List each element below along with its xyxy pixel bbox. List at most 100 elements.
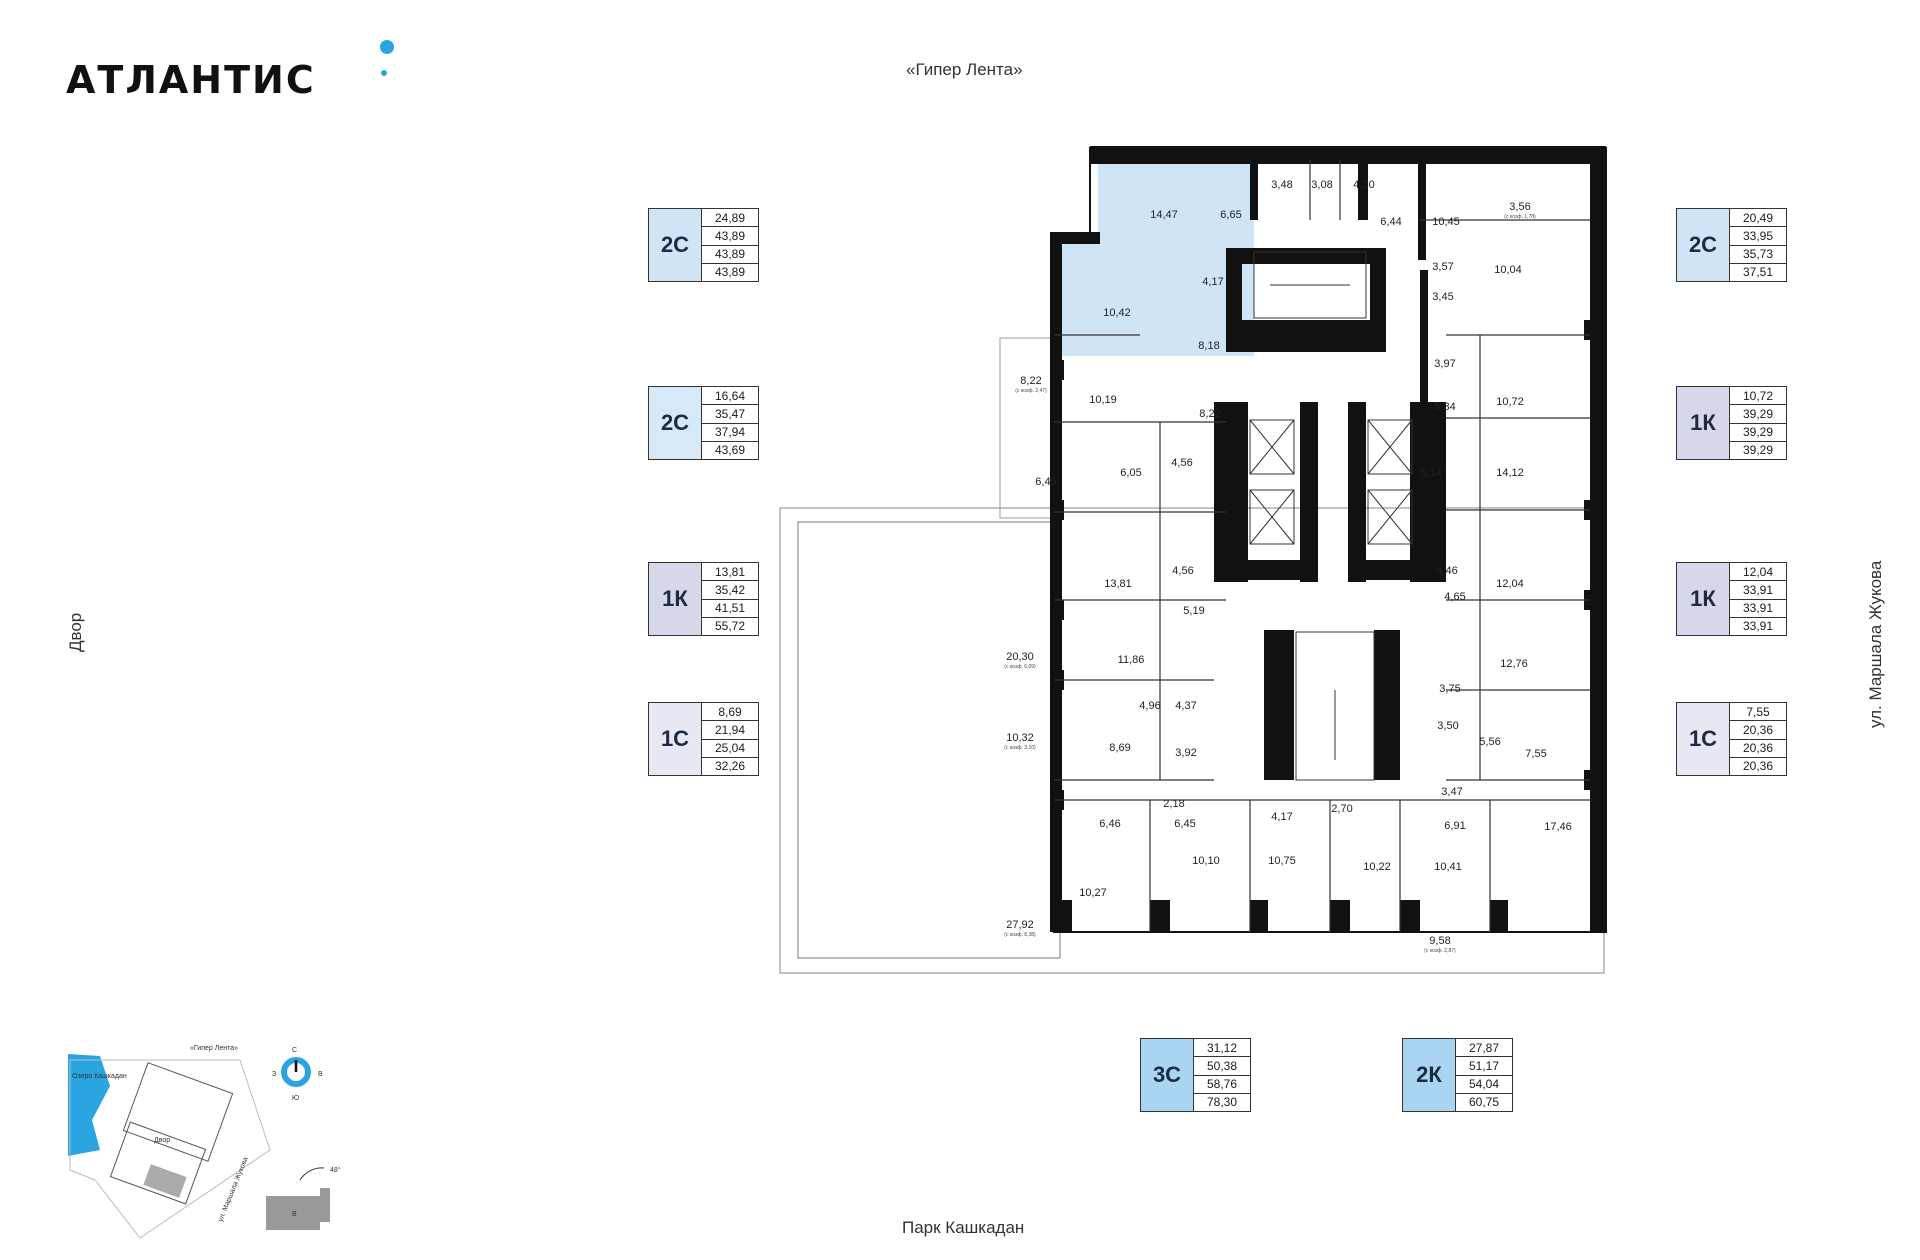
apartment-type: 1С: [1677, 703, 1730, 775]
room-area-label: 4,17: [1202, 276, 1223, 288]
room-area-label: 3,57: [1432, 261, 1453, 273]
room-area-label: 11,86: [1118, 654, 1145, 666]
apartment-area: 55,72: [714, 619, 746, 634]
minimap-lake: [68, 1054, 110, 1156]
compass-s: Ю: [292, 1095, 299, 1102]
apartment-area: 27,87: [1456, 1039, 1512, 1058]
room-area-label: 17,46: [1544, 821, 1572, 833]
apartment-area: 25,04: [702, 740, 758, 758]
room-area-label: 5,14: [1420, 467, 1441, 479]
apartment-area: 58,76: [1194, 1076, 1250, 1094]
minimap-angle: 48°: [330, 1166, 341, 1174]
room-area-coef: (с коэф. 6,09): [1004, 664, 1036, 670]
minimap-top-road: «Гипер Лента»: [190, 1045, 238, 1052]
apartment-type: 1К: [1677, 387, 1730, 459]
apartment-area: 7,55: [1730, 703, 1786, 722]
room-area-label: 10,42: [1103, 307, 1131, 319]
room-area-label: 6,45: [1035, 476, 1056, 488]
apartment-area: 33,91: [1730, 581, 1786, 600]
room-area-label: 4,65: [1444, 591, 1465, 603]
room-area-label: 10,75: [1268, 855, 1296, 867]
room-area-label: 6,91: [1444, 820, 1465, 832]
minimap-street-label: ул. Маршала Жукова: [217, 1156, 249, 1223]
apartment-area: 35,73: [1730, 246, 1786, 264]
apartment-area: 78,30: [1206, 1095, 1238, 1110]
room-area-label: 6,46: [1099, 818, 1120, 830]
apartment-area: 39,29: [1730, 405, 1786, 424]
apartment-area: 20,36: [1730, 721, 1786, 740]
apartment-area: 37,51: [1742, 265, 1774, 280]
minimap: «Гипер Лента» Озеро Кашкадан Двор ул. Ма…: [68, 1045, 341, 1239]
compass-e: В: [318, 1071, 323, 1078]
room-area-label: 13,81: [1104, 578, 1132, 590]
room-area-label: 10,10: [1192, 855, 1220, 867]
room-area-label: 4,56: [1171, 457, 1192, 469]
apartment-type: 1С: [649, 703, 702, 775]
room-area-label: 12,76: [1500, 658, 1528, 670]
apartment-area: 8,69: [702, 703, 758, 722]
room-area-label: 9,58: [1429, 935, 1450, 947]
apartment-area: 20,49: [1730, 209, 1786, 228]
room-area-label: 10,19: [1089, 394, 1117, 406]
room-area-label: 8,22: [1020, 375, 1041, 387]
apartment-area: 20,36: [1742, 759, 1774, 774]
apartment-area: 33,95: [1730, 227, 1786, 246]
apartment-area: 43,89: [714, 265, 746, 280]
minimap-building-1: [122, 1062, 234, 1162]
room-area-coef: (с коэф. 3,10): [1004, 745, 1036, 751]
room-area-coef: (с коэф. 2,87): [1424, 948, 1456, 954]
room-area-label: 6,05: [1120, 467, 1141, 479]
apartment-area: 35,47: [702, 405, 758, 424]
apartment-area: 60,75: [1468, 1095, 1500, 1110]
section-shape: [266, 1188, 330, 1230]
apartment-area: 32,26: [714, 759, 746, 774]
stairs-elevators: [1249, 251, 1413, 781]
minimap-section: В: [292, 1211, 297, 1218]
room-area-label: 3,47: [1441, 786, 1462, 798]
apartment-area: 24,89: [702, 209, 758, 228]
room-area-label: 3,08: [1311, 179, 1332, 191]
room-area-label: 20,30: [1006, 651, 1034, 663]
room-area-label: 6,45: [1174, 818, 1195, 830]
apartment-area: 43,89: [702, 227, 758, 246]
room-area-label: 5,56: [1479, 736, 1500, 748]
room-area-label: 5,19: [1183, 605, 1204, 617]
room-area-label: 8,69: [1109, 742, 1130, 754]
room-area-coef: (с коэф. 2,47): [1015, 388, 1047, 394]
apartment-area: 37,94: [702, 424, 758, 442]
apartment-area: 16,64: [702, 387, 758, 406]
direction-bottom: Парк Кашкадан: [902, 1218, 1025, 1237]
room-area-label: 10,72: [1496, 396, 1524, 408]
apartment-area: 33,91: [1730, 600, 1786, 618]
angle-arc-icon: [299, 1167, 325, 1181]
apartment-type: 3С: [1141, 1039, 1194, 1111]
apartment-area: 31,12: [1194, 1039, 1250, 1058]
room-area-label: 10,45: [1432, 216, 1460, 228]
room-area-coef: (с коэф. 8,38): [1004, 932, 1036, 938]
minimap-building-2: [109, 1121, 207, 1205]
room-area-label: 6,44: [1380, 216, 1401, 228]
left-balcony: [999, 337, 1055, 519]
room-area-label: 3,56: [1509, 201, 1530, 213]
room-area-label: 6,65: [1220, 209, 1241, 221]
apartment-area: 41,51: [702, 600, 758, 618]
minimap-section-highlight: [143, 1164, 187, 1198]
apartment-area: 39,29: [1730, 424, 1786, 442]
room-area-coef: (с коэф. 1,78): [1504, 214, 1536, 220]
apartment-area: 43,69: [714, 443, 746, 458]
apartment-area: 21,94: [702, 721, 758, 740]
room-area-label: 4,56: [1172, 565, 1193, 577]
room-area-label: 10,22: [1363, 861, 1391, 873]
